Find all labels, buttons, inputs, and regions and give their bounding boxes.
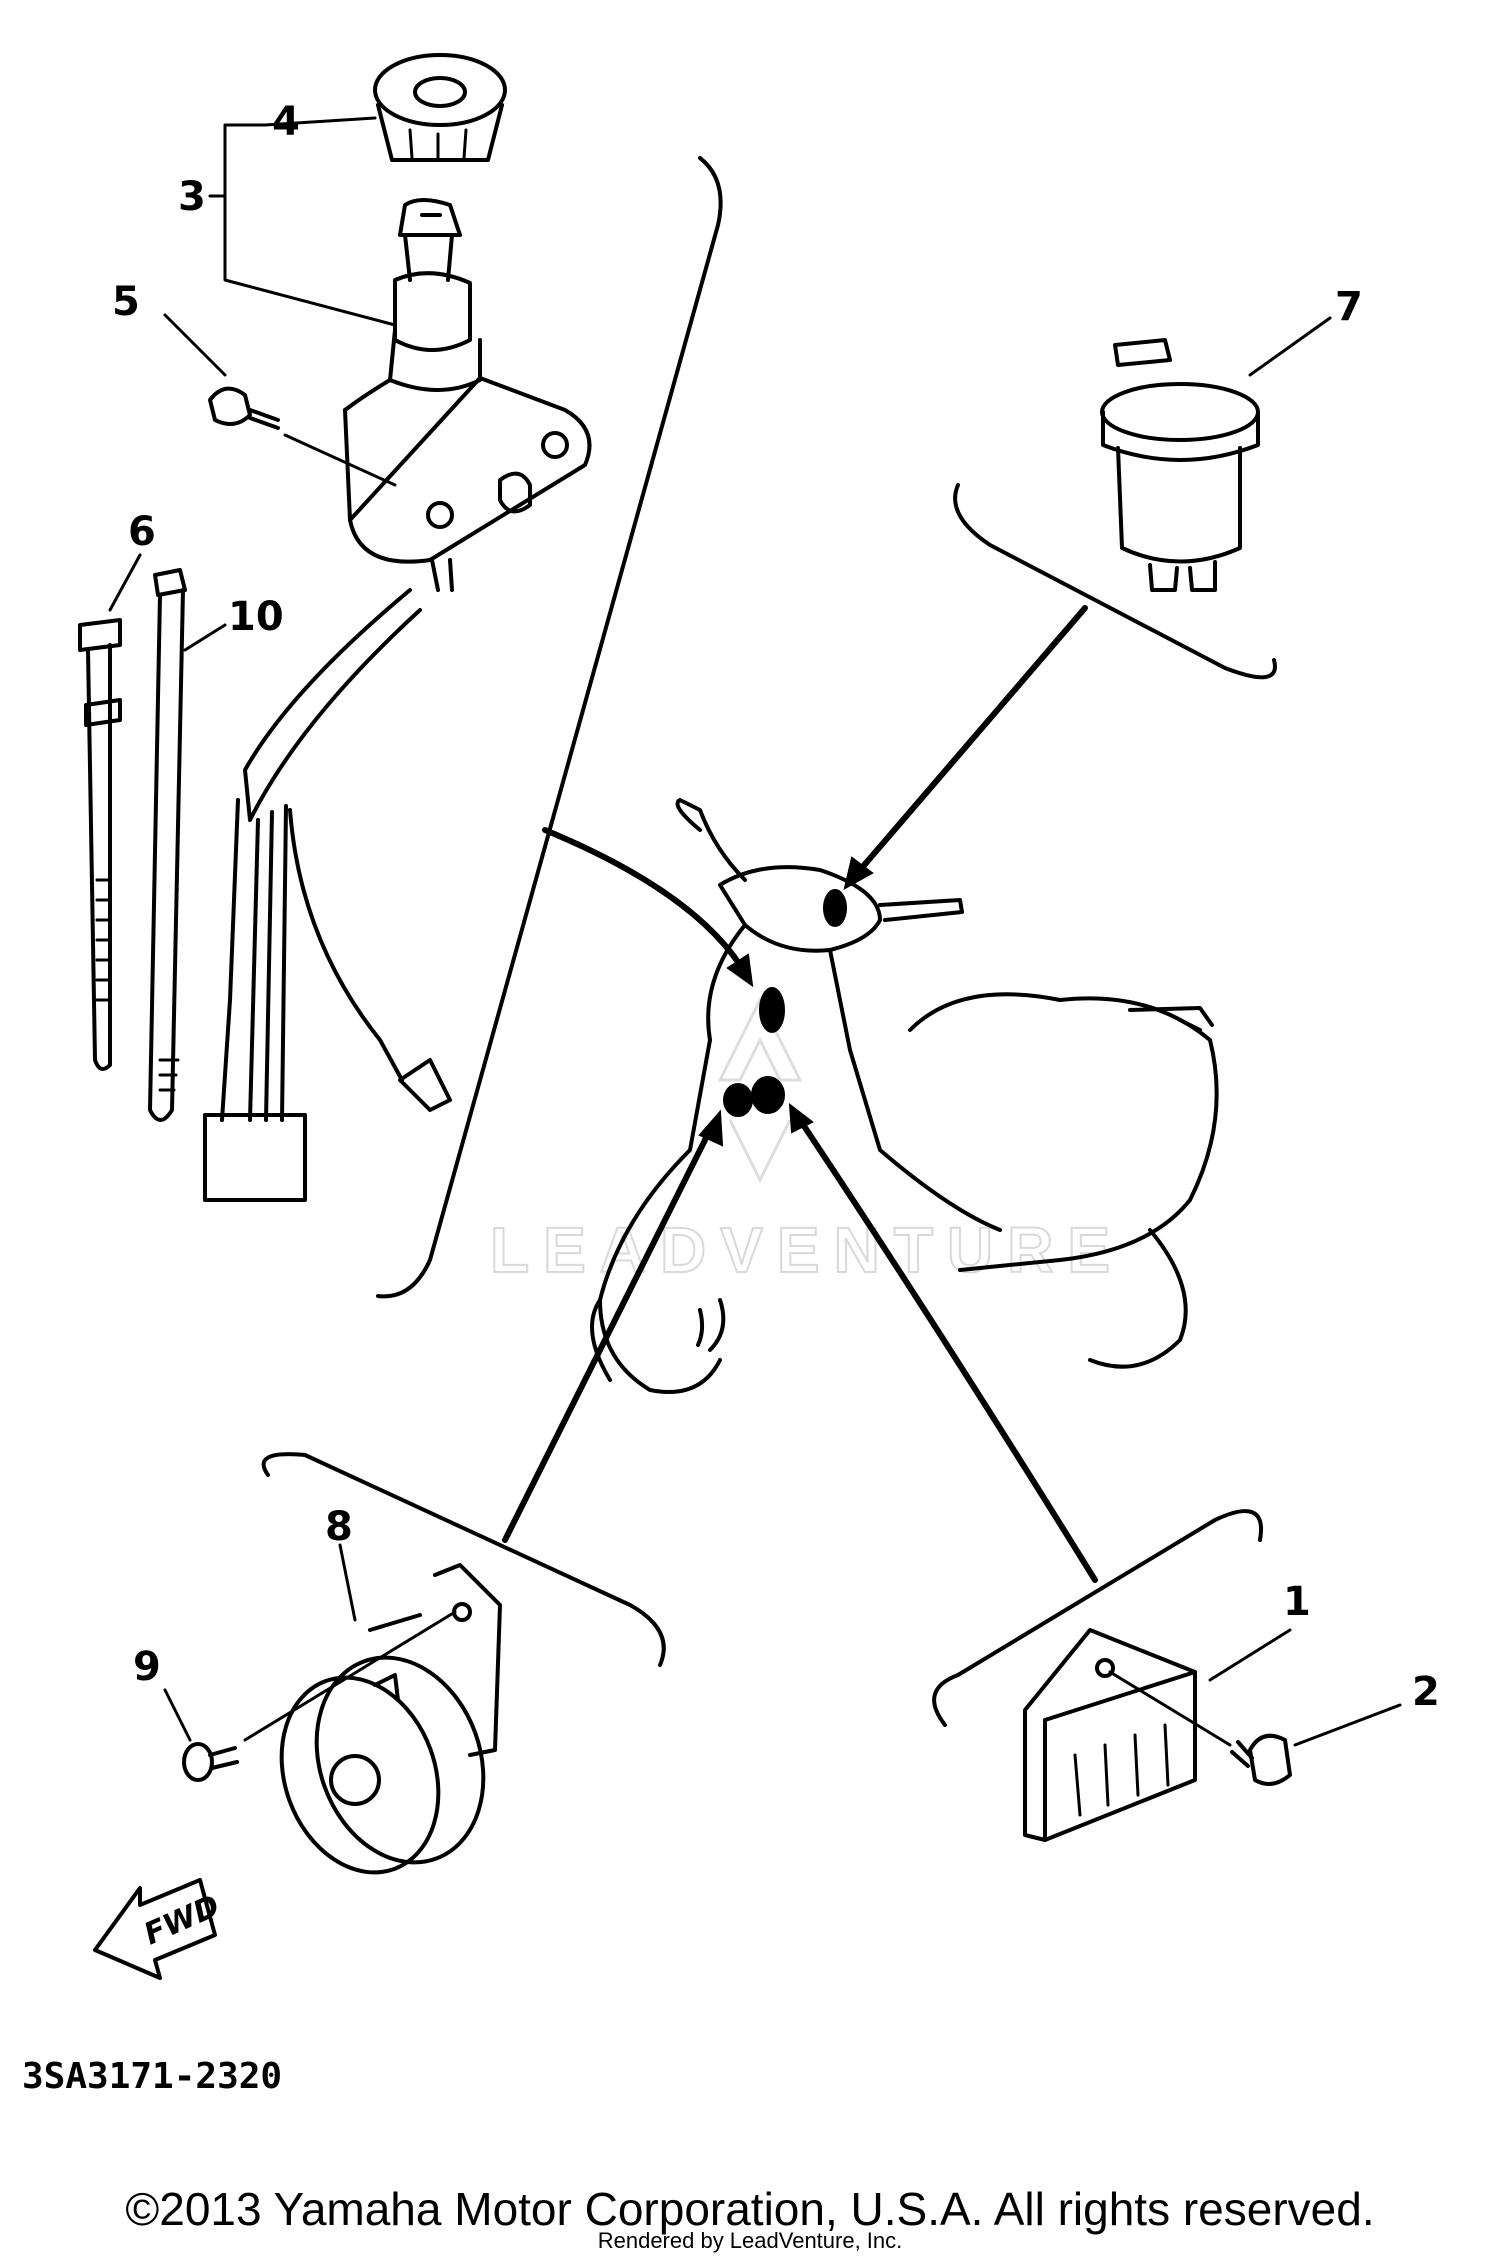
rectifier-part-1 — [1023, 1628, 1197, 1842]
callout-2: 2 — [1412, 1669, 1440, 1715]
copyright-notice: ©2013 Yamaha Motor Corporation, U.S.A. A… — [125, 2183, 1375, 2235]
cable-tie-part-6 — [78, 618, 122, 1071]
part-code: 3SA3171-2320 — [22, 2056, 283, 2097]
rendered-by-notice: Rendered by LeadVenture, Inc. — [597, 2228, 903, 2253]
callout-6: 6 — [128, 509, 156, 555]
callout-leaders — [108, 116, 1402, 1747]
callout-5: 5 — [112, 279, 140, 325]
main-switch-assembly — [203, 53, 592, 1202]
relay-part-7 — [1100, 338, 1260, 592]
callout-9: 9 — [133, 1644, 161, 1690]
section-bracket-horn — [261, 1452, 666, 1667]
callout-7: 7 — [1335, 284, 1363, 330]
section-bracket-ignition — [376, 156, 723, 1299]
screw-part-9 — [182, 1610, 457, 1782]
callout-8: 8 — [325, 1504, 353, 1550]
horn-part-8 — [279, 1563, 502, 1875]
callout-3: 3 — [178, 174, 206, 220]
watermark-logo-icon — [717, 996, 803, 1184]
section-bracket-rectifier — [932, 1509, 1263, 1727]
watermark-text: LEADVENTURE — [490, 1214, 1124, 1286]
screw-part-5 — [208, 386, 397, 487]
bolt-part-2 — [1108, 1670, 1292, 1786]
scooter-illustration — [590, 798, 1219, 1394]
cable-tie-part-10 — [148, 568, 187, 1122]
fwd-arrow-icon: FWD — [93, 1878, 225, 1980]
callout-4: 4 — [272, 99, 300, 145]
callout-1: 1 — [1283, 1579, 1311, 1625]
callout-10: 10 — [228, 594, 284, 640]
leader-arrows — [502, 605, 1098, 1583]
watermark: LEADVENTURE — [489, 996, 1124, 1287]
section-bracket-relay — [953, 483, 1277, 680]
